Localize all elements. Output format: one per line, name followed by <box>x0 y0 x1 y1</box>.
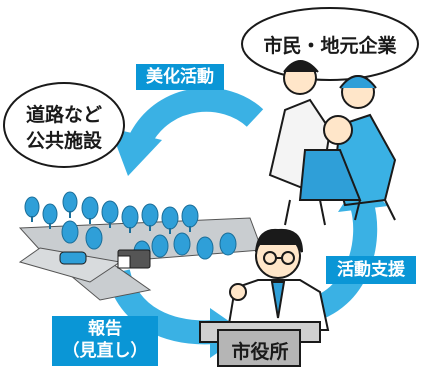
volunteers-illustration <box>268 60 397 226</box>
arrow-beautification <box>110 87 264 176</box>
edge-report-line2: （見直し） <box>62 341 148 361</box>
bubble-public-facilities <box>3 82 125 168</box>
car-icon <box>59 251 87 265</box>
node-public-facilities-line1: 道路など <box>25 104 102 126</box>
node-citizens-label: 市民・地元企業 <box>263 35 397 57</box>
node-city-office-label: 市役所 <box>231 341 289 363</box>
desk-nameplate <box>217 329 301 367</box>
edge-activity-support-tag: 活動支援 <box>326 256 416 284</box>
bubble-citizens <box>241 7 419 81</box>
trees-and-road-illustration <box>18 191 263 301</box>
edge-beautification-tag: 美化活動 <box>136 64 224 90</box>
edge-report-line1: 報告 <box>88 319 122 339</box>
node-public-facilities-line2: 公共施設 <box>25 130 102 152</box>
official-illustration <box>226 228 330 331</box>
edge-report-tag: 報告 （見直し） <box>52 316 158 366</box>
